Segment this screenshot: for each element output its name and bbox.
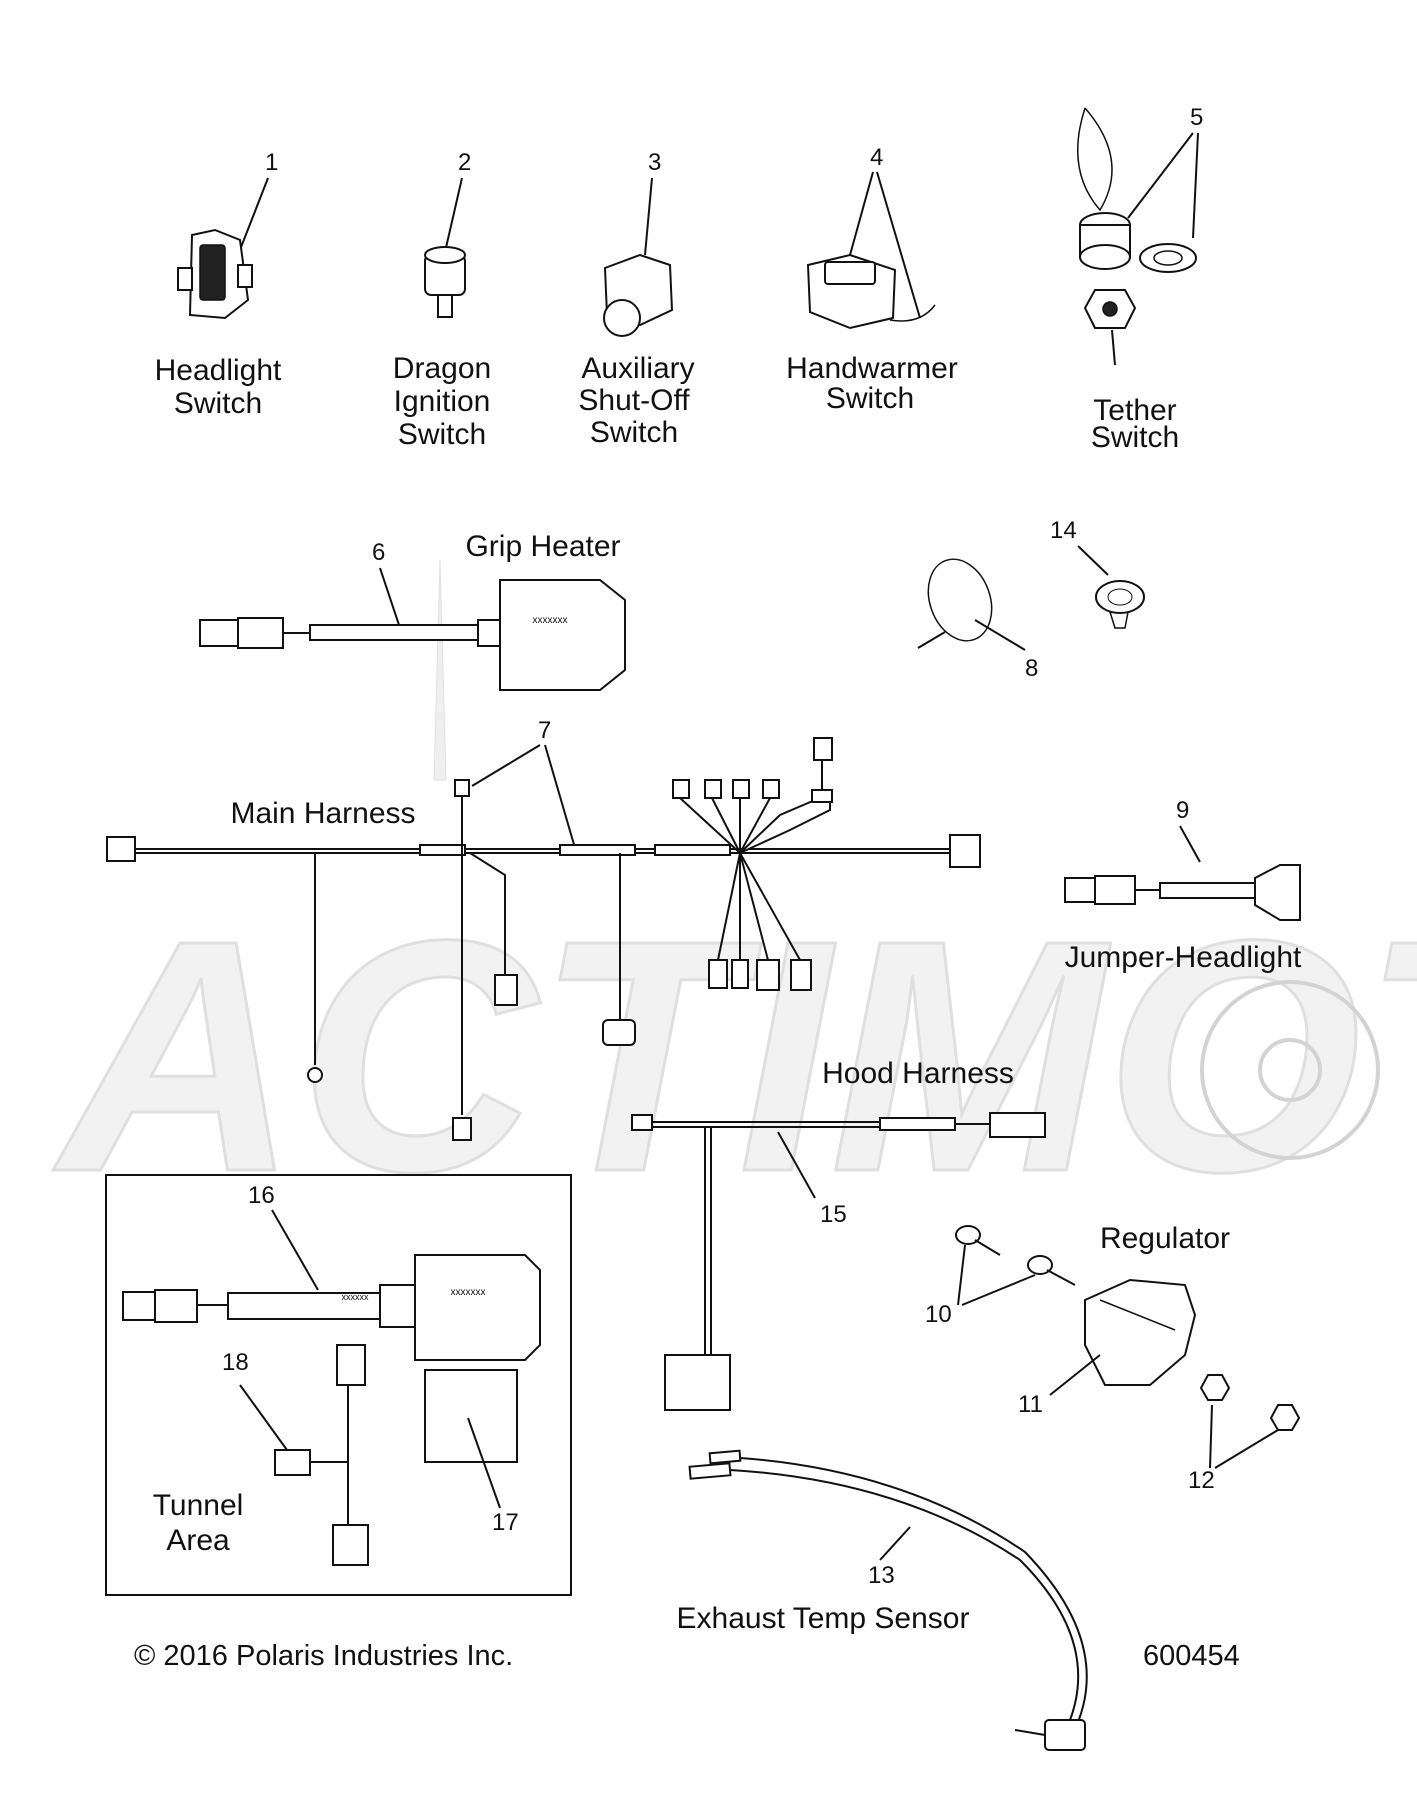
watermark-spire — [433, 559, 447, 781]
label-tunnel-line1: Tunnel — [153, 1489, 244, 1522]
label-tunnel-line2: Area — [166, 1524, 230, 1557]
label-handwarmer-line1: Handwarmer — [786, 352, 958, 385]
headlight-switch-part: 1 Headlight Switch — [155, 149, 282, 420]
label-aux-line3: Switch — [590, 416, 678, 449]
callout-9: 9 — [1176, 797, 1189, 824]
label-hood-harness: Hood Harness — [822, 1057, 1014, 1090]
callout-8: 8 — [1025, 655, 1038, 682]
handwarmer-switch-part: 4 Handwarmer Switch — [786, 144, 958, 415]
callout-10: 10 — [925, 1301, 952, 1328]
dragon-ignition-switch-part: 2 Dragon Ignition Switch — [393, 149, 491, 451]
callout-18: 18 — [222, 1349, 249, 1376]
label-exhaust-temp-sensor: Exhaust Temp Sensor — [677, 1602, 970, 1635]
tunnel-heater-marking: xxxxxxx — [451, 1287, 486, 1298]
label-headlight-line1: Headlight — [155, 354, 282, 387]
callout-3: 3 — [648, 149, 661, 176]
callout-13: 13 — [868, 1562, 895, 1589]
callout-17: 17 — [492, 1509, 519, 1536]
callout-2: 2 — [458, 149, 471, 176]
main-harness-part: Main Harness 7 — [106, 717, 981, 1141]
tunnel-wire-marking: xxxxxx — [342, 1292, 370, 1302]
figure-number: 600454 — [1143, 1640, 1240, 1672]
cable-tie-part: 8 — [917, 558, 1038, 682]
tunnel-area-frame — [105, 1174, 572, 1596]
label-jumper-headlight: Jumper-Headlight — [1065, 941, 1302, 974]
regulator-part: Regulator 10 11 12 — [925, 1222, 1301, 1494]
label-main-harness: Main Harness — [230, 797, 415, 830]
callout-14: 14 — [1050, 517, 1077, 544]
label-handwarmer-line2: Switch — [826, 382, 914, 415]
label-dragon-line1: Dragon — [393, 352, 491, 385]
label-tether-line1: Tether — [1093, 394, 1176, 427]
watermark: ACTIMOTO — [48, 559, 1417, 1242]
callout-7: 7 — [538, 717, 551, 744]
callout-16: 16 — [248, 1182, 275, 1209]
callout-11: 11 — [1018, 1391, 1043, 1418]
clip-part: 14 — [1050, 517, 1145, 629]
tether-switch-part: 5 Tether Switch — [1076, 104, 1203, 454]
tunnel-area-box: 16 xxxxxx xxxxxxx 18 17 Tunnel Area — [105, 1174, 572, 1596]
label-headlight-line2: Switch — [174, 387, 262, 420]
grip-heater-marking: xxxxxxx — [533, 615, 568, 626]
watermark-wheel — [1200, 980, 1380, 1160]
callout-1: 1 — [265, 149, 278, 176]
auxiliary-shutoff-switch-part: 3 Auxiliary Shut-Off Switch — [578, 149, 694, 449]
label-dragon-line3: Switch — [398, 418, 486, 451]
callout-6: 6 — [372, 539, 385, 566]
exhaust-temp-sensor-part: 13 Exhaust Temp Sensor — [677, 1449, 1088, 1751]
callout-5: 5 — [1190, 104, 1203, 131]
callout-15: 15 — [820, 1201, 847, 1228]
label-aux-line2: Shut-Off — [578, 384, 690, 417]
label-aux-line1: Auxiliary — [581, 352, 694, 385]
watermark-text: ACTIMOTO — [50, 871, 1417, 1240]
label-grip-heater: Grip Heater — [465, 530, 620, 563]
jumper-headlight-part: 9 Jumper-Headlight — [1064, 797, 1302, 974]
callout-4: 4 — [870, 144, 883, 171]
hood-harness-part: Hood Harness 15 — [631, 1057, 1046, 1411]
copyright-text: © 2016 Polaris Industries Inc. — [134, 1640, 513, 1672]
grip-heater-part: Grip Heater 6 xxxxxxx — [199, 530, 626, 691]
callout-12: 12 — [1188, 1467, 1215, 1494]
label-tether-line2: Switch — [1091, 421, 1179, 454]
label-dragon-line2: Ignition — [394, 385, 491, 418]
label-regulator: Regulator — [1100, 1222, 1230, 1255]
